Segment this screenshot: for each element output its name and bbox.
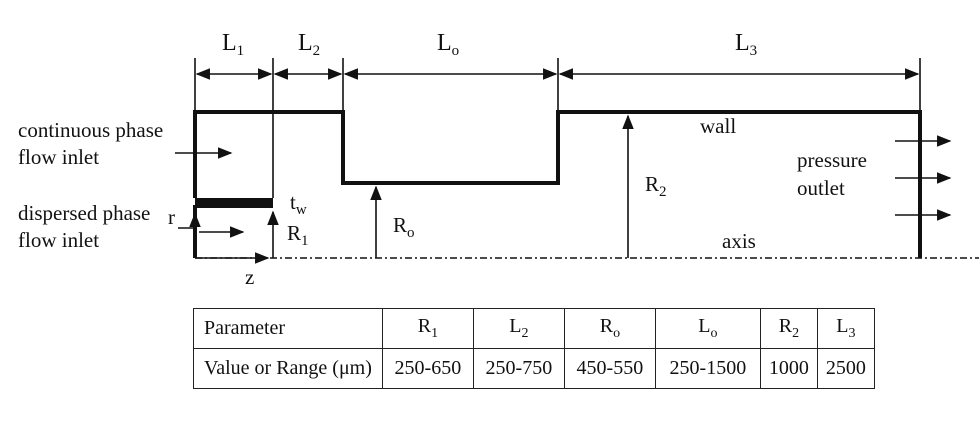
needle-wall [195,198,273,208]
channel-wall [193,110,922,258]
value-cell: 250-750 [472,348,565,389]
dispersed-inlet-label: flow inlet [18,228,99,252]
header-cell: L3 [816,308,875,349]
value-cell: Value or Range (μm) [193,348,383,389]
pressure-label: pressure [797,148,867,172]
value-cell: 1000 [759,348,818,389]
r1-label: R1 [287,221,309,249]
value-cell: 250-1500 [654,348,761,389]
header-cell: L2 [472,308,565,349]
z-label: z [245,265,254,289]
outlet-label: outlet [797,176,845,200]
continuous-inlet-label: flow inlet [18,145,99,169]
label-l3: L3 [735,30,757,59]
table-header-row: Parameter R1 L2 Ro Lo R2 L3 [193,308,875,349]
parameter-table: Parameter R1 L2 Ro Lo R2 L3 Value or Ran… [193,308,875,389]
label-l2: L2 [298,30,320,59]
label-lo: Lo [437,30,459,59]
value-cell: 2500 [816,348,875,389]
table-row: Value or Range (μm) 250-650 250-750 450-… [193,348,875,389]
header-cell: R1 [381,308,474,349]
value-cell: 450-550 [563,348,656,389]
header-cell: Ro [563,308,656,349]
axis-label: axis [722,229,756,253]
ro-label: Ro [393,213,415,241]
label-l1: L1 [222,30,244,59]
continuous-phase-label: continuous phase [18,118,163,142]
value-cell: 250-650 [381,348,474,389]
r-label: r [168,205,175,229]
wall-label: wall [700,114,736,138]
geometry-diagram: L1 L2 Lo L3 continuous phase flow inlet … [18,30,979,289]
dispersed-phase-label: dispersed phase [18,201,150,225]
header-cell: R2 [759,308,818,349]
r2-label: R2 [645,172,667,200]
header-cell: Parameter [193,308,383,349]
tw-label: tw [290,190,307,218]
header-cell: Lo [654,308,761,349]
